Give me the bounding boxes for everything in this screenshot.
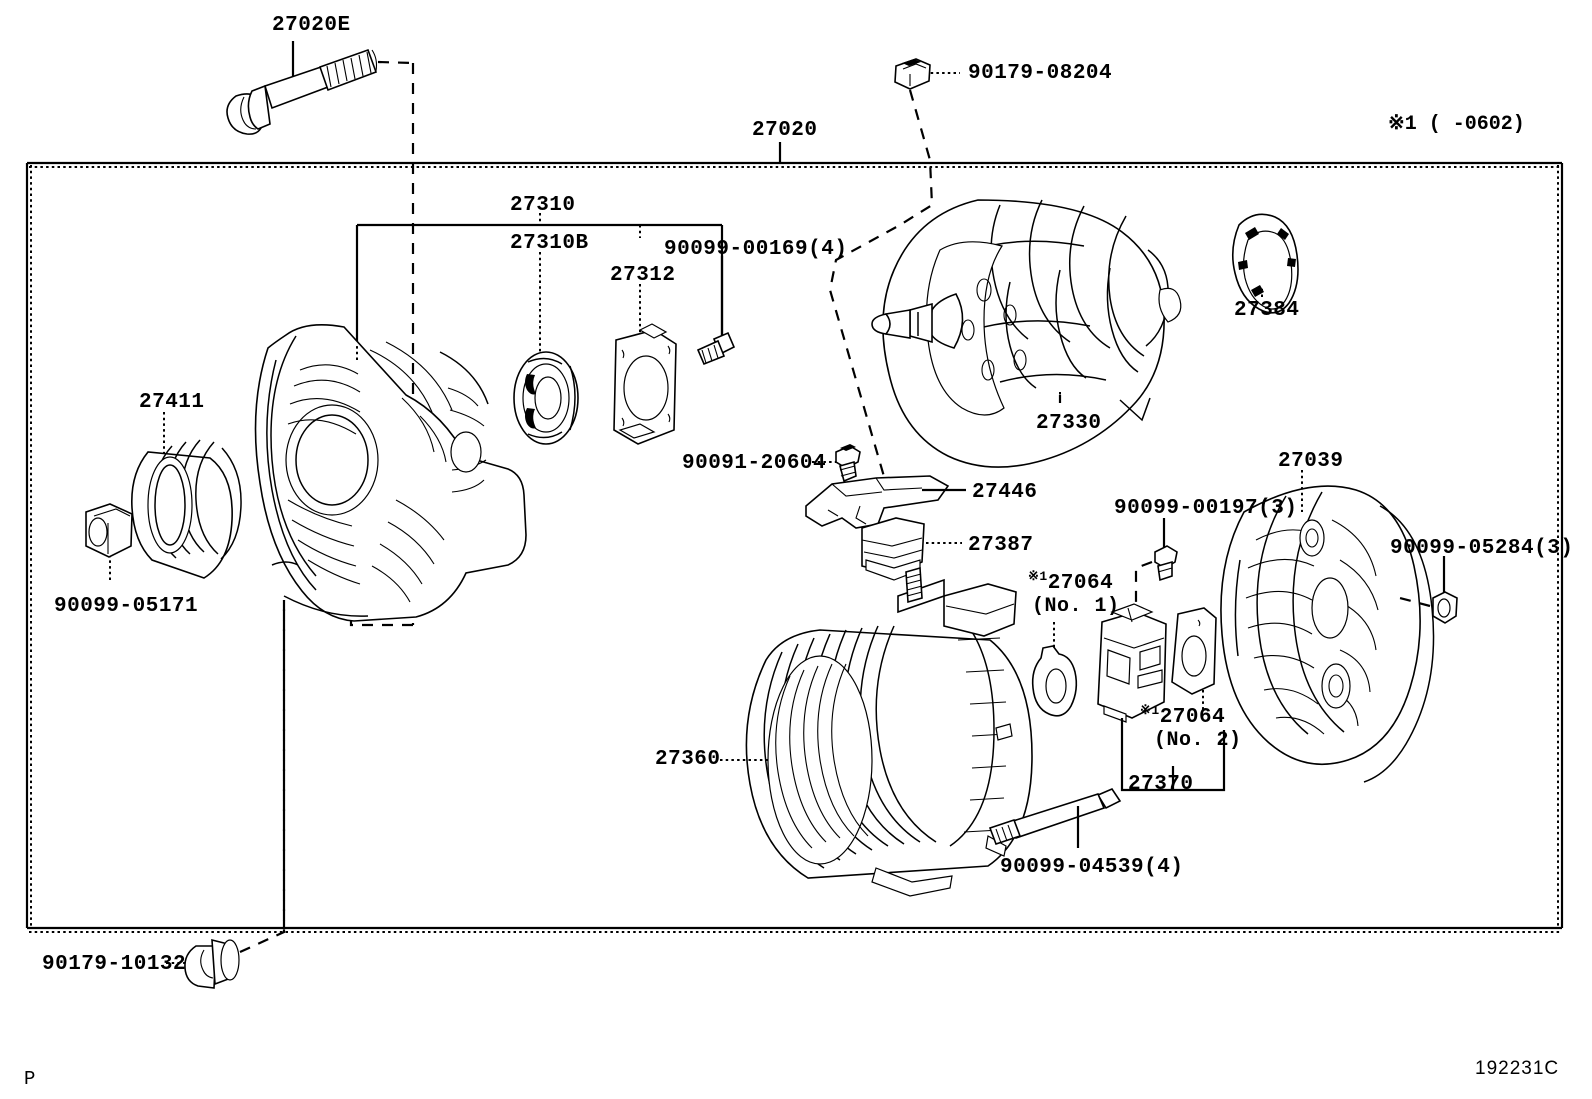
part-label-27064-no2-suffix: (No. 2) — [1154, 728, 1242, 752]
part-label-27384: 27384 — [1234, 299, 1300, 322]
part-bearing-retainer-plate — [613, 323, 677, 445]
part-label-90179-08204: 90179-08204 — [968, 62, 1113, 85]
drawing-number: 192231C — [1475, 1058, 1560, 1079]
part-label-27039: 27039 — [1278, 450, 1344, 473]
part-rectifier-insulator — [861, 517, 962, 581]
part-label-27360: 27360 — [655, 748, 721, 771]
part-rectifier-screw — [1134, 518, 1178, 620]
part-label-27411: 27411 — [139, 391, 205, 414]
part-label-27310: 27310 — [510, 194, 576, 217]
part-label-27020: 27020 — [752, 119, 818, 142]
part-through-bolt — [988, 788, 1122, 848]
part-label-27064-no2: ※127064 (No. 2) — [1140, 703, 1242, 752]
part-label-90099-00197: 90099-00197(3) — [1114, 497, 1298, 520]
part-label-27310b: 27310B — [510, 232, 589, 255]
part-label-90099-00169: 90099-00169(4) — [664, 238, 848, 261]
part-label-90091-20604: 90091-20604 — [682, 452, 827, 475]
part-rectifier-nut — [1399, 556, 1458, 624]
part-drive-end-bearing — [513, 351, 579, 445]
part-pulley — [131, 412, 242, 579]
part-adjusting-nut — [166, 600, 286, 989]
footnote-date-range: ※1 ( -0602) — [1388, 113, 1525, 136]
diagram-border — [25, 161, 1564, 933]
part-brush-holder — [1097, 603, 1226, 792]
part-pulley-nut — [85, 503, 133, 580]
asterisk-mark-icon: ※1 — [1140, 703, 1160, 718]
part-label-27446: 27446 — [972, 481, 1038, 504]
part-label-27064-no1-suffix: (No. 1) — [1032, 594, 1120, 618]
part-label-27020e: 27020E — [272, 14, 351, 37]
part-label-27064-no1: ※127064 (No. 1) — [1028, 569, 1120, 618]
part-brush-no1 — [1031, 622, 1078, 717]
part-label-90099-05284: 90099-05284(3) — [1390, 537, 1574, 560]
asterisk-mark-icon: ※1 — [1028, 569, 1048, 584]
part-brush-no2 — [1171, 607, 1217, 712]
part-label-27312: 27312 — [610, 264, 676, 287]
part-bearing-retainer-screw — [696, 331, 736, 366]
part-label-27387: 27387 — [968, 534, 1034, 557]
page-mark: P — [24, 1068, 36, 1090]
part-drive-end-frame — [254, 324, 527, 622]
part-label-27330: 27330 — [1036, 412, 1102, 435]
part-label-90099-04539: 90099-04539(4) — [1000, 856, 1184, 879]
part-terminal-insulator — [805, 475, 966, 529]
part-label-90179-10132: 90179-10132 — [42, 953, 187, 976]
part-mounting-bolt — [226, 41, 415, 627]
part-label-90099-05171: 90099-05171 — [54, 595, 199, 618]
part-terminal-nut — [828, 58, 960, 481]
part-stator-coil — [720, 566, 1033, 897]
part-rotor-assembly — [871, 199, 1182, 468]
part-label-27370: 27370 — [1128, 773, 1194, 796]
